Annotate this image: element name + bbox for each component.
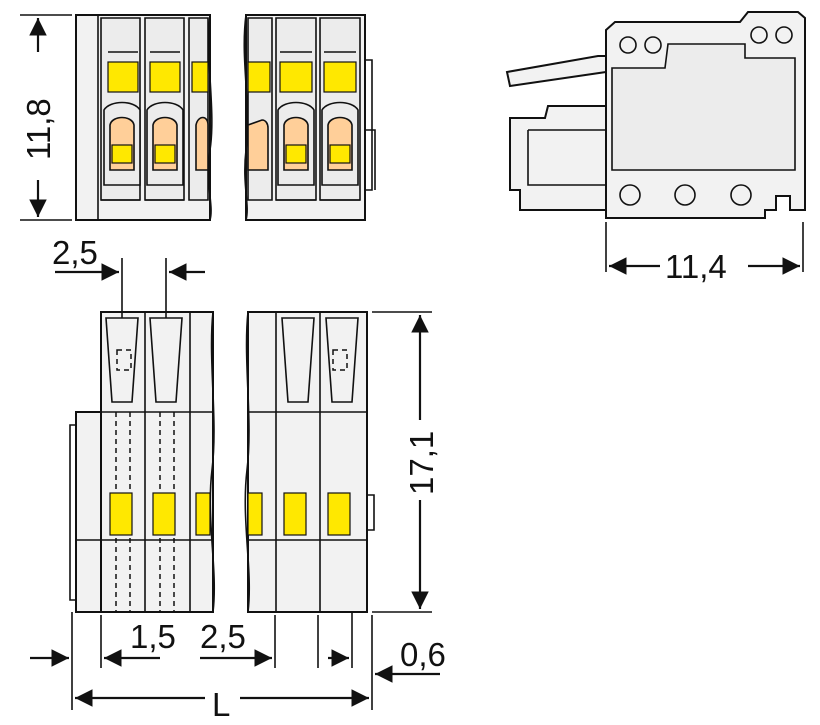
dim-offset-1: 1,5 bbox=[130, 618, 176, 655]
front-view: 17,1 2,5 1,5 2,5 0,6 L bbox=[30, 234, 446, 723]
dim-top-height: 11,8 bbox=[20, 98, 57, 160]
dim-side-width: 11,4 bbox=[665, 248, 727, 285]
top-pole-1 bbox=[100, 17, 141, 201]
side-view: 11,4 bbox=[505, 11, 806, 285]
dim-offset-right: 0,6 bbox=[400, 636, 446, 673]
dim-front-height: 17,1 bbox=[403, 431, 440, 495]
top-pole-4-partial bbox=[247, 17, 273, 201]
top-pole-2 bbox=[144, 17, 185, 201]
dim-pitch-bottom: 2,5 bbox=[200, 618, 246, 655]
dim-pitch-top: 2,5 bbox=[52, 234, 98, 271]
dim-length: L bbox=[212, 686, 230, 723]
top-pole-3-partial bbox=[188, 17, 209, 201]
top-pole-6 bbox=[319, 17, 361, 201]
top-pole-5 bbox=[275, 17, 317, 201]
top-view: 11,8 bbox=[20, 14, 376, 221]
